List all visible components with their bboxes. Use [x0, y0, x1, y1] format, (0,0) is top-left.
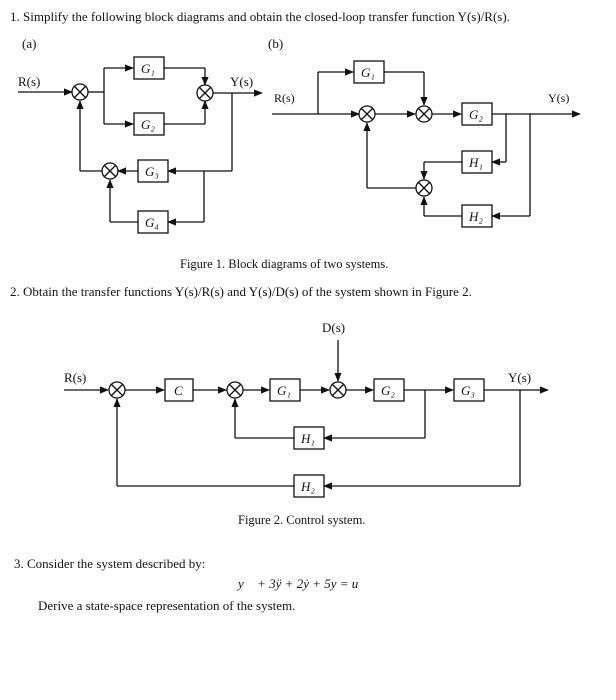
figure-1b-label: (b): [268, 36, 284, 51]
question-2-text: 2. Obtain the transfer functions Y(s)/R(…: [10, 284, 472, 299]
fig2-g2-label: G₂: [381, 383, 395, 398]
figure-1a-diagram: [18, 56, 263, 234]
fig2-c-label: C: [174, 383, 183, 398]
question-3-text: 3. Consider the system described by:: [14, 556, 206, 571]
fig1a-input-label: R(s): [18, 74, 40, 89]
fig1a-g4-label: G₄: [145, 215, 159, 230]
fig1b-h2-label: H₂: [468, 209, 483, 224]
question-1-text: 1. Simplify the following block diagrams…: [10, 9, 510, 24]
figure-2-caption: Figure 2. Control system.: [238, 513, 366, 527]
fig2-output-label: Y(s): [508, 370, 531, 385]
question-3-task: Derive a state-space representation of t…: [38, 598, 296, 613]
fig1b-input-label: R(s): [274, 91, 295, 105]
fig1a-g1-label: G₁: [141, 61, 155, 76]
fig1a-g3-label: G₃: [145, 164, 159, 179]
fig2-disturbance-label: D(s): [322, 320, 345, 335]
figure-1a-label: (a): [22, 36, 37, 51]
fig1b-h1-label: H₁: [468, 155, 483, 170]
fig1b-g2-label: G₂: [469, 107, 483, 122]
fig1b-output-label: Y(s): [548, 91, 569, 105]
fig1a-output-label: Y(s): [230, 74, 253, 89]
fig2-h2-label: H₂: [300, 479, 315, 494]
figure-1-caption: Figure 1. Block diagrams of two systems.: [180, 257, 389, 271]
fig2-g1-label: G₁: [277, 383, 291, 398]
figure-1b-diagram: [272, 60, 581, 228]
fig1a-g2-label: G₂: [141, 117, 155, 132]
fig2-g3-label: G₃: [461, 383, 475, 398]
question-3-equation: y⃛ + 3ÿ + 2ẏ + 5y = u: [238, 576, 359, 591]
figure-2-diagram: [64, 340, 549, 498]
fig1b-g1-label: G₁: [361, 65, 375, 80]
fig2-h1-label: H₁: [300, 431, 315, 446]
fig2-input-label: R(s): [64, 370, 86, 385]
